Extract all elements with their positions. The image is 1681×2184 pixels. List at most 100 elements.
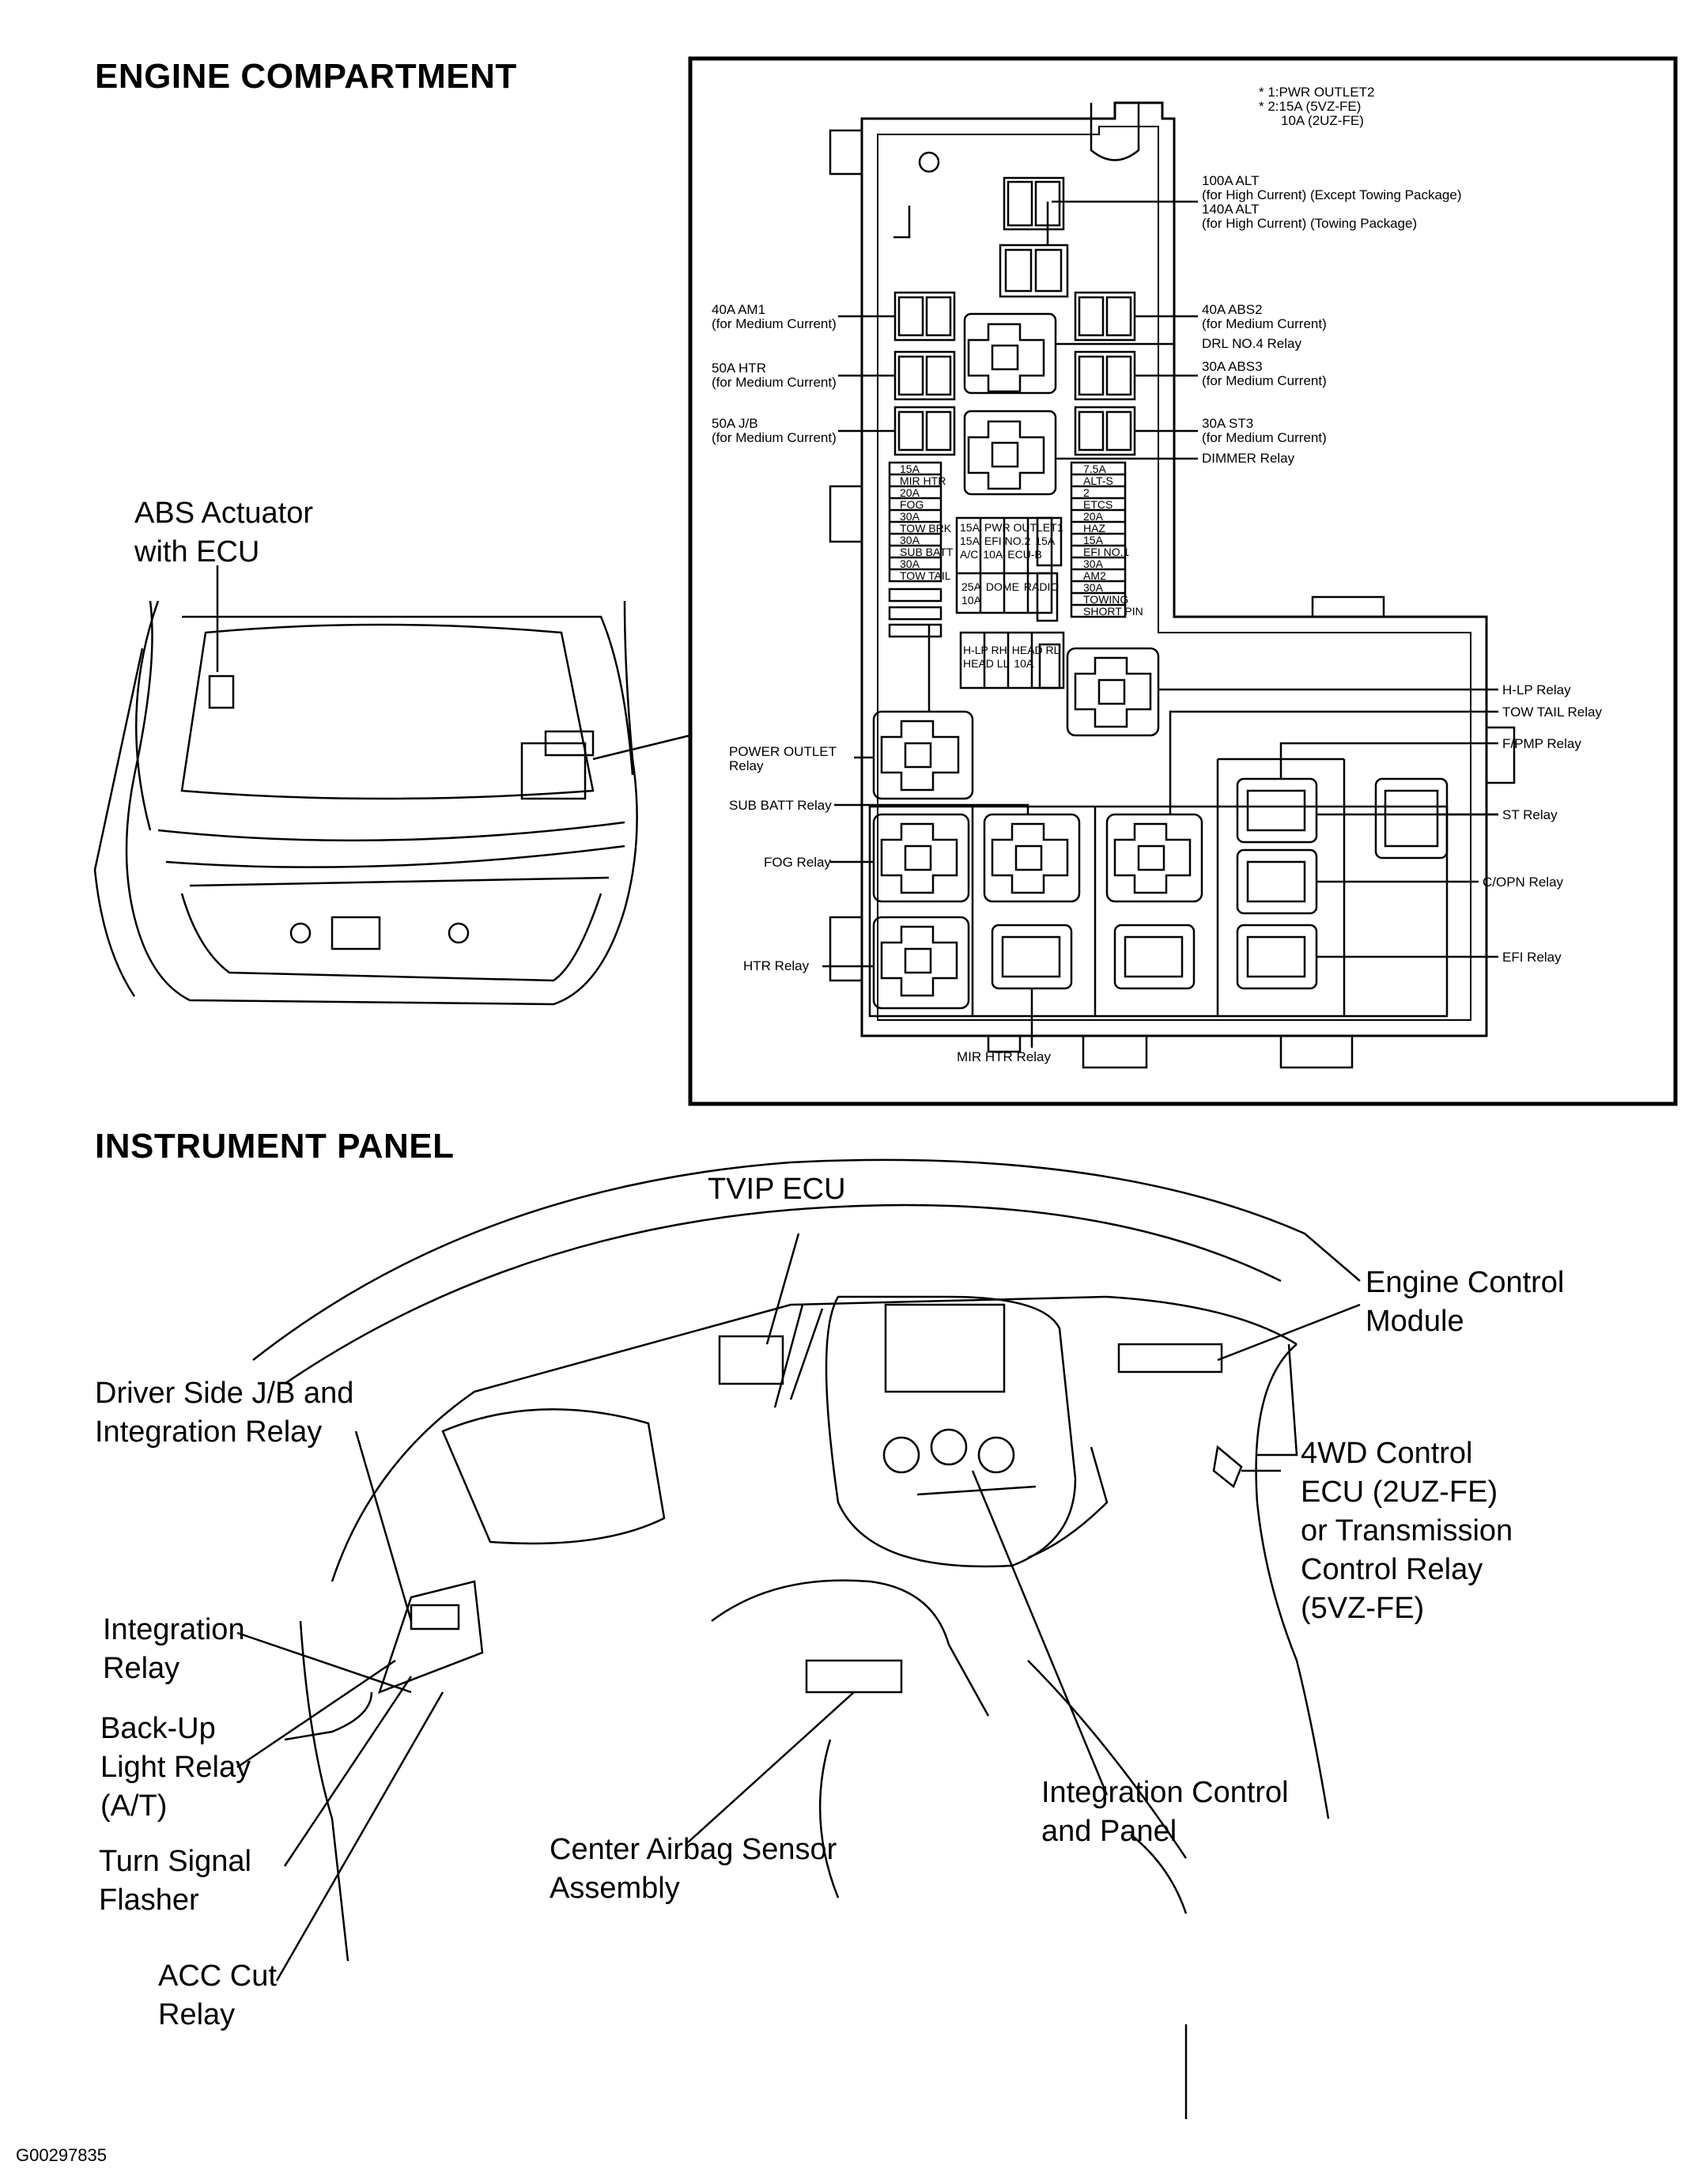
fuse-left-6: 30A bbox=[900, 534, 920, 546]
abs2-line2: (for Medium Current) bbox=[1202, 316, 1327, 331]
sub-batt-label: SUB BATT Relay bbox=[729, 798, 832, 813]
power-outlet-line2: Relay bbox=[729, 758, 764, 773]
htr-line1: 50A HTR bbox=[712, 361, 766, 376]
engine-compartment-title: ENGINE COMPARTMENT bbox=[95, 57, 517, 96]
fuse-right-5: HAZ bbox=[1083, 522, 1105, 535]
fuse-left-3: FOG bbox=[900, 498, 924, 511]
tvip-ecu-label: TVIP ECU bbox=[708, 1173, 846, 1206]
abs3-label: 30A ABS3 (for Medium Current) bbox=[1202, 360, 1327, 388]
power-outlet-line1: POWER OUTLET bbox=[729, 744, 837, 759]
mid-fuse-14: HEAD LL bbox=[963, 657, 1010, 670]
mid-fuse-1: PWR OUTLET1 bbox=[984, 521, 1063, 534]
mid-fuse-labels-2: 25A DOME RADIO 10A bbox=[961, 581, 1072, 606]
mid-fuse-8: 25A bbox=[961, 580, 981, 593]
engine-ecu-shape bbox=[1117, 1343, 1223, 1374]
abs-label-line2: with ECU bbox=[134, 535, 260, 569]
mid-fuse-10: RADIO bbox=[1023, 580, 1060, 593]
hlp-label: H-LP Relay bbox=[1502, 682, 1571, 697]
fourwd-line3: or Transmission bbox=[1301, 1514, 1513, 1547]
integration-control-line1: Integration Control bbox=[1041, 1776, 1289, 1809]
integration-relay-line2: Relay bbox=[103, 1652, 180, 1685]
mid-fuse-9: DOME bbox=[985, 580, 1019, 593]
fourwd-line4: Control Relay bbox=[1301, 1553, 1483, 1586]
fuse-left-8: 30A bbox=[900, 557, 920, 570]
ecm-line2: Module bbox=[1366, 1305, 1464, 1338]
fuse-left-1: MIR HTR bbox=[900, 474, 946, 487]
fuse-left-0: 15A bbox=[900, 463, 920, 475]
st-label: ST Relay bbox=[1502, 807, 1558, 822]
note-2: * 2:15A (5VZ-FE) bbox=[1259, 99, 1362, 114]
mid-fuse-labels-3: H-LP RH HEAD RL HEAD LL 10A bbox=[963, 644, 1074, 670]
airbag-line2: Assembly bbox=[550, 1872, 680, 1905]
st3-label: 30A ST3 (for Medium Current) bbox=[1202, 417, 1327, 445]
fuse-box-frame bbox=[688, 56, 1678, 1106]
backup-relay-label: Back-Up Light Relay (A/T) bbox=[100, 1710, 251, 1826]
mid-fuse-labels: 15A PWR OUTLET1 15A EFI NO.2 15A A/C 10A… bbox=[960, 522, 1071, 561]
mid-fuse-2: 15A bbox=[960, 535, 980, 547]
mid-fuse-7: ECU-B bbox=[1007, 548, 1042, 561]
airbag-label: Center Airbag Sensor Assembly bbox=[550, 1831, 837, 1908]
airbag-line1: Center Airbag Sensor bbox=[550, 1833, 837, 1866]
fuse-right-1: ALT-S bbox=[1083, 474, 1113, 487]
power-outlet-label: POWER OUTLET Relay bbox=[729, 745, 837, 773]
fuse-right-3: ETCS bbox=[1083, 498, 1113, 511]
mid-fuse-5: A/C bbox=[960, 548, 979, 561]
integration-control-label: Integration Control and Panel bbox=[1041, 1774, 1289, 1851]
acc-line1: ACC Cut bbox=[158, 1959, 277, 1993]
copn-label: C/OPN Relay bbox=[1483, 875, 1564, 890]
fuse-left-4: 30A bbox=[900, 510, 920, 523]
instrument-panel-title: INSTRUMENT PANEL bbox=[95, 1127, 455, 1166]
turn-line1: Turn Signal bbox=[99, 1845, 251, 1878]
fuse-right-6: 15A bbox=[1083, 534, 1103, 546]
driver-jb-label: Driver Side J/B and Integration Relay bbox=[95, 1374, 353, 1452]
fuse-left-7: SUB BATT bbox=[900, 546, 954, 558]
fuse-right-0: 7.5A bbox=[1083, 463, 1106, 475]
am1-line2: (for Medium Current) bbox=[712, 316, 837, 331]
fuse-right-12: SHORT PIN bbox=[1083, 605, 1143, 618]
tvip-ecu-shape bbox=[718, 1335, 784, 1385]
mid-fuse-6: 10A bbox=[983, 548, 1003, 561]
fuse-right-9: AM2 bbox=[1083, 569, 1106, 582]
fourwd-label: 4WD Control ECU (2UZ-FE) or Transmission… bbox=[1301, 1434, 1513, 1628]
htr-relay-label: HTR Relay bbox=[743, 958, 810, 973]
st3-line1: 30A ST3 bbox=[1202, 416, 1254, 431]
fuse-strip-right: 7.5A ALT-S 2 ETCS 20A HAZ 15A EFI NO.1 3… bbox=[1083, 463, 1143, 618]
htr-line2: (for Medium Current) bbox=[712, 375, 837, 390]
abs3-line1: 30A ABS3 bbox=[1202, 359, 1263, 374]
driver-jb-line2: Integration Relay bbox=[95, 1415, 323, 1449]
driver-jb-line1: Driver Side J/B and bbox=[95, 1377, 354, 1410]
notes: * 1:PWR OUTLET2 * 2:15A (5VZ-FE) 10A (2U… bbox=[1259, 85, 1374, 128]
jb-label: 50A J/B (for Medium Current) bbox=[712, 417, 837, 445]
st3-line2: (for Medium Current) bbox=[1202, 430, 1327, 445]
fuse-right-10: 30A bbox=[1083, 581, 1103, 594]
fuse-right-8: 30A bbox=[1083, 557, 1103, 570]
fuse-right-7: EFI NO.1 bbox=[1083, 546, 1130, 558]
alt-line1: 100A ALT bbox=[1202, 173, 1260, 188]
abs-actuator-label: ABS Actuator with ECU bbox=[134, 494, 313, 572]
jb-line2: (for Medium Current) bbox=[712, 430, 837, 445]
fourwd-line1: 4WD Control bbox=[1301, 1437, 1473, 1470]
ecm-label: Engine Control Module bbox=[1366, 1264, 1564, 1341]
fog-relay-label: FOG Relay bbox=[764, 855, 832, 870]
am1-line1: 40A AM1 bbox=[712, 302, 766, 317]
integration-relay-line1: Integration bbox=[103, 1613, 245, 1646]
fuse-right-4: 20A bbox=[1083, 510, 1103, 523]
fuse-right-11: TOWING bbox=[1083, 593, 1129, 606]
fuse-left-5: TOW BRK bbox=[900, 522, 952, 535]
dimmer-label: DIMMER Relay bbox=[1202, 451, 1295, 466]
jb-line1: 50A J/B bbox=[712, 416, 758, 431]
note-3: 10A (2UZ-FE) bbox=[1281, 113, 1364, 128]
alt-line4: (for High Current) (Towing Package) bbox=[1202, 216, 1418, 231]
alt-line2: (for High Current) (Except Towing Packag… bbox=[1202, 187, 1462, 202]
towtail-label: TOW TAIL Relay bbox=[1502, 705, 1602, 720]
figure-id: G00297835 bbox=[16, 2145, 107, 2165]
fuse-left-2: 20A bbox=[900, 486, 920, 499]
abs2-label: 40A ABS2 (for Medium Current) bbox=[1202, 303, 1327, 331]
htr-fuse-label: 50A HTR (for Medium Current) bbox=[712, 361, 837, 390]
mid-fuse-13: HEAD RL bbox=[1011, 644, 1060, 656]
backup-line1: Back-Up bbox=[100, 1712, 216, 1745]
integration-relay-label: Integration Relay bbox=[103, 1611, 245, 1688]
integration-control-line2: and Panel bbox=[1041, 1815, 1177, 1848]
alt-line3: 140A ALT bbox=[1202, 202, 1260, 217]
